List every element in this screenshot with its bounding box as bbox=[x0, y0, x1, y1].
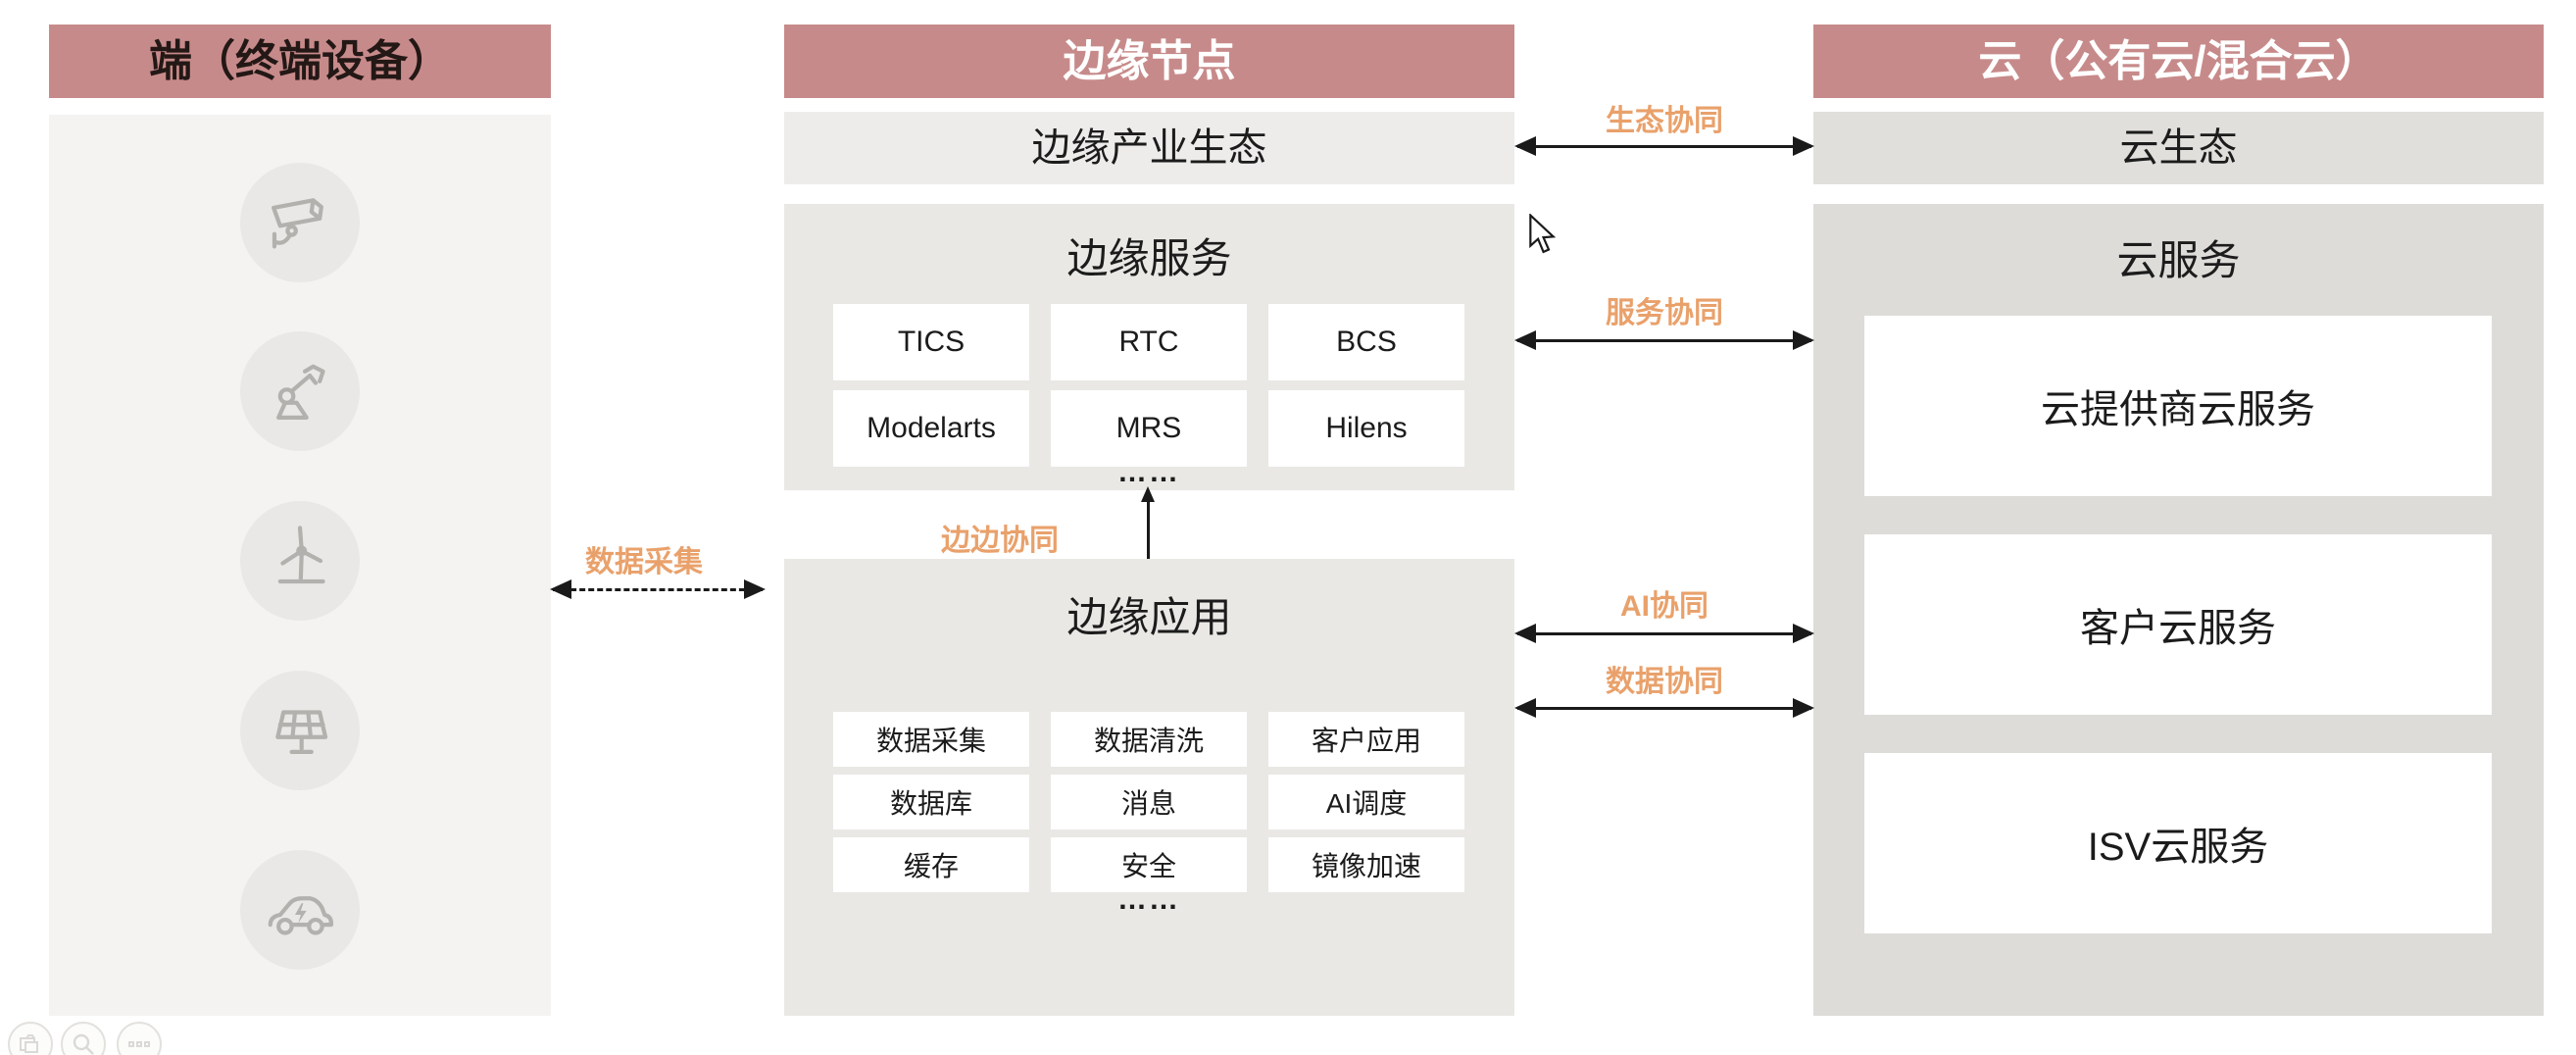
edge-service-title: 边缘服务 bbox=[1066, 235, 1232, 281]
more-tools-icon[interactable] bbox=[117, 1022, 162, 1055]
edge-service-box-modelarts: Modelarts bbox=[833, 390, 1029, 467]
ai-collab-label: AI协同 bbox=[1620, 590, 1709, 623]
edge-service-panel: 边缘服务 TICS RTC BCS Modelarts MRS Hilens …… bbox=[784, 204, 1514, 490]
edge-app-title: 边缘应用 bbox=[1066, 594, 1232, 640]
wind-turbine-icon bbox=[240, 501, 360, 621]
edge-app-box-data-clean: 数据清洗 bbox=[1051, 712, 1247, 767]
edge-app-box-database: 数据库 bbox=[833, 775, 1029, 829]
edge-service-box-tics: TICS bbox=[833, 304, 1029, 380]
edge-service-box-rtc: RTC bbox=[1051, 304, 1247, 380]
cloud-box-provider: 云提供商云服务 bbox=[1864, 316, 2492, 496]
edge-app-box-ai-schedule: AI调度 bbox=[1268, 775, 1464, 829]
data-collab-arrow bbox=[1514, 698, 1814, 718]
edge-app-box-data-collect: 数据采集 bbox=[833, 712, 1029, 767]
electric-car-icon bbox=[240, 850, 360, 970]
edge-column-header: 边缘节点 bbox=[784, 25, 1514, 98]
data-collab-label: 数据协同 bbox=[1606, 666, 1723, 698]
mouse-cursor bbox=[1527, 213, 1557, 260]
solar-panel-icon bbox=[240, 671, 360, 790]
edge-app-box-customer-app: 客户应用 bbox=[1268, 712, 1464, 767]
edge-service-box-bcs: BCS bbox=[1268, 304, 1464, 380]
robot-arm-icon bbox=[240, 331, 360, 451]
edge-ecosystem-bar: 边缘产业生态 bbox=[784, 112, 1514, 184]
cloud-box-isv: ISV云服务 bbox=[1864, 753, 2492, 933]
cloud-service-title: 云服务 bbox=[2116, 237, 2241, 283]
data-collection-label: 数据采集 bbox=[585, 546, 703, 578]
edge-service-box-mrs: MRS bbox=[1051, 390, 1247, 467]
screenshot-tool-icon[interactable] bbox=[8, 1022, 53, 1055]
edge-app-box-cache: 缓存 bbox=[833, 837, 1029, 892]
device-panel bbox=[49, 115, 551, 1016]
edge-service-box-hilens: Hilens bbox=[1268, 390, 1464, 467]
edge-app-box-security: 安全 bbox=[1051, 837, 1247, 892]
data-collection-arrow bbox=[550, 579, 766, 599]
edge-app-box-message: 消息 bbox=[1051, 775, 1247, 829]
cctv-camera-icon bbox=[240, 163, 360, 282]
cloud-box-customer: 客户云服务 bbox=[1864, 534, 2492, 715]
edge-app-ellipsis: …… bbox=[1117, 883, 1180, 916]
edge-app-box-image-accel: 镜像加速 bbox=[1268, 837, 1464, 892]
cloud-column-header: 云（公有云/混合云） bbox=[1813, 25, 2544, 98]
service-collab-label: 服务协同 bbox=[1606, 297, 1723, 329]
service-collab-arrow bbox=[1514, 330, 1814, 350]
magnifier-tool-icon[interactable] bbox=[61, 1022, 106, 1055]
device-column-header: 端（终端设备） bbox=[49, 25, 551, 98]
cloud-service-panel: 云服务 云提供商云服务 客户云服务 ISV云服务 bbox=[1813, 204, 2544, 1016]
ecosystem-collab-arrow bbox=[1514, 136, 1814, 156]
edge-app-panel: 边缘应用 数据采集 数据清洗 客户应用 数据库 消息 AI调度 缓存 安全 镜像… bbox=[784, 559, 1514, 1016]
edge-edge-collab-label: 边边协同 bbox=[941, 525, 1059, 557]
ai-collab-arrow bbox=[1514, 624, 1814, 643]
ecosystem-collab-label: 生态协同 bbox=[1606, 105, 1723, 137]
cloud-ecosystem-bar: 云生态 bbox=[1813, 112, 2544, 184]
edge-service-ellipsis: …… bbox=[1117, 456, 1180, 488]
